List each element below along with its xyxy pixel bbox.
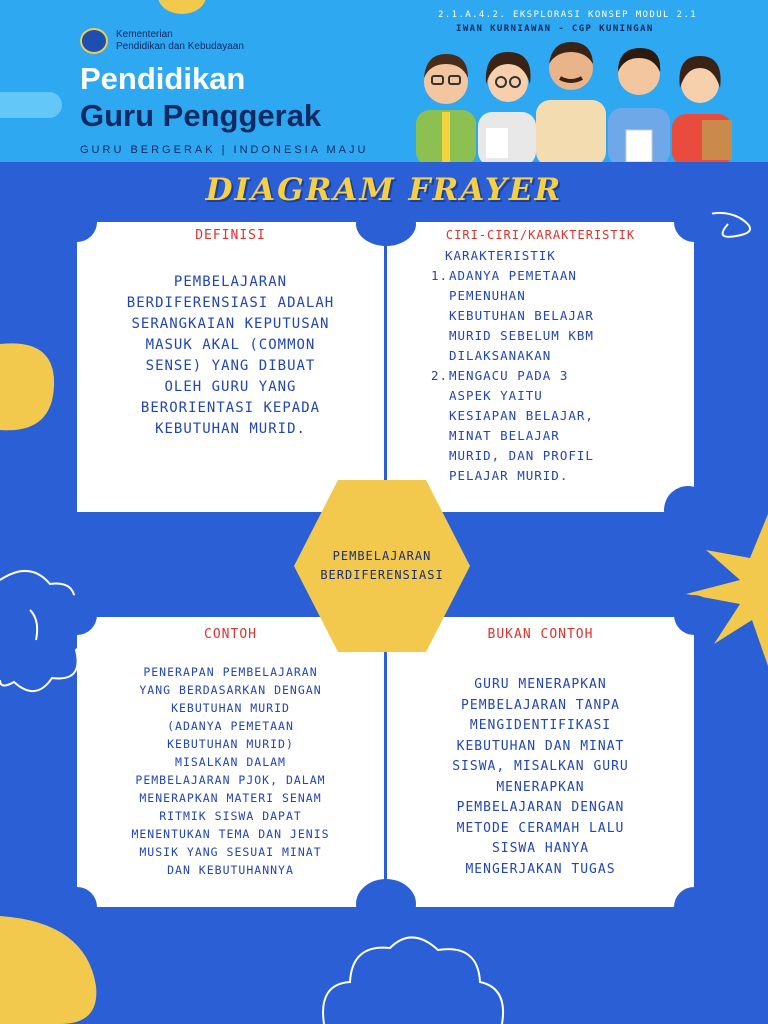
bukan-contoh-line: GURU MENERAPKAN xyxy=(474,677,607,692)
ciri-item-2: 2. MENGACU PADA 3 ASPEK YAITU KESIAPAN B… xyxy=(431,366,689,486)
bukan-contoh-line: MENGERJAKAN TUGAS xyxy=(465,861,616,877)
program-tagline: GURU BERGERAK | INDONESIA MAJU xyxy=(80,144,369,156)
ciri-line: MURID, DAN PROFIL xyxy=(449,448,594,463)
bukan-contoh-line: MENERAPKAN xyxy=(496,779,585,795)
contoh-line: DAN KEBUTUHANNYA xyxy=(167,863,294,877)
bukan-contoh-line: METODE CERAMAH LALU xyxy=(456,820,625,836)
program-title-line-1: Pendidikan xyxy=(80,61,246,96)
bukan-contoh-line: MENGIDENTIFIKASI xyxy=(469,718,612,733)
bukan-contoh-line: SISWA HANYA xyxy=(491,841,590,856)
program-title-line-2: Guru Penggerak xyxy=(80,98,322,133)
ciri-line: MINAT BELAJAR xyxy=(449,428,560,443)
contoh-line: MENENTUKAN TEMA DAN JENIS xyxy=(131,827,330,841)
ciri-line: KESIAPAN BELAJAR, xyxy=(449,408,594,423)
contoh-text: PENERAPAN PEMBELAJARAN YANG BERDASARKAN … xyxy=(81,663,380,879)
ciri-line: PELAJAR MURID. xyxy=(449,468,569,483)
contoh-line: PEMBELAJARAN PJOK, DALAM xyxy=(135,773,326,787)
swirl-doodle xyxy=(689,211,751,238)
card-notch xyxy=(57,595,97,635)
definisi-line: MASUK AKAL (COMMON xyxy=(145,337,316,353)
contoh-line: KEBUTUHAN MURID xyxy=(171,701,290,715)
center-line-2: BERDIFERENSIASI xyxy=(320,568,444,582)
cloud-doodle xyxy=(322,936,504,1024)
contoh-line: (ADANYA PEMETAAN xyxy=(167,719,294,733)
card-notch xyxy=(674,202,714,242)
center-line-1: PEMBELAJARAN xyxy=(332,549,432,563)
ciri-line: ADANYA PEMETAAN xyxy=(449,268,577,283)
tut-wuri-handayani-logo xyxy=(80,28,108,54)
ciri-item-1-number: 1. xyxy=(431,268,449,283)
ciri-line: DILAKSANAKAN xyxy=(449,348,552,363)
ciri-text: KARAKTERISTIK 1. ADANYA PEMETAAN PEMENUH… xyxy=(431,246,689,486)
contoh-line: MISALKAN DALAM xyxy=(175,755,286,769)
card-notch xyxy=(57,202,97,242)
card-notch xyxy=(356,879,416,929)
definisi-line: OLEH GURU YANG xyxy=(164,379,297,395)
ciri-line: KEBUTUHAN BELAJAR xyxy=(449,308,594,323)
module-label: 2.1.A.4.2. EKSPLORASI KONSEP MODUL 2.1 xyxy=(438,10,698,20)
definisi-line: KEBUTUHAN MURID. xyxy=(155,421,306,437)
bukan-contoh-text: GURU MENERAPKAN PEMBELAJARAN TANPA MENGI… xyxy=(391,675,690,880)
center-hexagon xyxy=(294,480,470,652)
teachers-illustration xyxy=(416,42,732,162)
contoh-line: MUSIK YANG SESUAI MINAT xyxy=(139,845,322,859)
center-concept: PEMBELAJARAN BERDIFERENSIASI xyxy=(294,480,470,652)
bukan-contoh-line: PEMBELAJARAN DENGAN xyxy=(456,800,625,815)
definisi-line: BERORIENTASI KEPADA xyxy=(140,400,321,416)
card-notch xyxy=(674,595,714,635)
contoh-line: YANG BERDASARKAN DENGAN xyxy=(139,683,322,697)
bukan-contoh-line: KEBUTUHAN DAN MINAT xyxy=(456,738,625,754)
definisi-line: BERDIFERENSIASI ADALAH xyxy=(126,295,335,311)
bukan-contoh-line: SISWA, MISALKAN GURU xyxy=(452,759,629,774)
definisi-line: SERANGKAIAN KEPUTUSAN xyxy=(131,316,330,332)
author-label: IWAN KURNIAWAN - CGP KUNINGAN xyxy=(456,24,654,34)
contoh-line: PENERAPAN PEMBELAJARAN xyxy=(143,665,318,679)
contoh-line: RITMIK SISWA DAPAT xyxy=(159,809,302,823)
card-notch xyxy=(356,202,416,246)
decor-circle xyxy=(158,0,206,14)
card-notch xyxy=(664,486,712,534)
ministry-logo: Kementerian Pendidikan dan Kebudayaan xyxy=(80,28,244,54)
ministry-line-2: Pendidikan dan Kebudayaan xyxy=(116,41,244,52)
card-notch xyxy=(57,887,97,927)
sun-icon xyxy=(686,514,768,666)
bukan-contoh-heading: BUKAN CONTOH xyxy=(487,627,594,642)
ciri-item-2-number: 2. xyxy=(431,368,449,383)
contoh-line: KEBUTUHAN MURID) xyxy=(167,737,294,751)
ciri-line: ASPEK YAITU xyxy=(449,388,543,403)
card-notch xyxy=(674,887,714,927)
contoh-heading: CONTOH xyxy=(204,627,257,642)
decor-pill xyxy=(0,92,62,118)
ciri-line: MURID SEBELUM KBM xyxy=(449,328,594,343)
definisi-heading: DEFINISI xyxy=(195,228,266,243)
definisi-line: SENSE) YANG DIBUAT xyxy=(145,358,316,374)
header-banner: Kementerian Pendidikan dan Kebudayaan Pe… xyxy=(0,0,768,162)
card-ciri-ciri: CIRI-CIRI/KARAKTERISTIK KARAKTERISTIK 1.… xyxy=(387,222,694,512)
bukan-contoh-line: PEMBELAJARAN TANPA xyxy=(461,697,620,713)
ciri-item-1: 1. ADANYA PEMETAAN PEMENUHAN KEBUTUHAN B… xyxy=(431,266,689,366)
yellow-leaf-left xyxy=(0,343,55,431)
card-contoh: CONTOH PENERAPAN PEMBELAJARAN YANG BERDA… xyxy=(77,617,384,907)
definisi-line: PEMBELAJARAN xyxy=(173,274,288,290)
center-concept-text: PEMBELAJARAN BERDIFERENSIASI xyxy=(294,547,470,585)
ciri-line: PEMENUHAN xyxy=(449,288,526,303)
definisi-text: PEMBELAJARAN BERDIFERENSIASI ADALAH SERA… xyxy=(85,272,376,440)
ciri-subheading: KARAKTERISTIK xyxy=(445,248,556,263)
card-definisi: DEFINISI PEMBELAJARAN BERDIFERENSIASI AD… xyxy=(77,222,384,512)
ministry-line-1: Kementerian xyxy=(116,29,173,40)
yellow-leaf-bottom xyxy=(0,916,97,1024)
contoh-line: MENERAPKAN MATERI SENAM xyxy=(139,791,322,805)
ministry-name: Kementerian Pendidikan dan Kebudayaan xyxy=(116,29,244,53)
card-bukan-contoh: BUKAN CONTOH GURU MENERAPKAN PEMBELAJARA… xyxy=(387,617,694,907)
ciri-heading: CIRI-CIRI/KARAKTERISTIK xyxy=(445,228,636,242)
ciri-line: MENGACU PADA 3 xyxy=(449,368,569,383)
flower-doodle xyxy=(0,570,89,692)
